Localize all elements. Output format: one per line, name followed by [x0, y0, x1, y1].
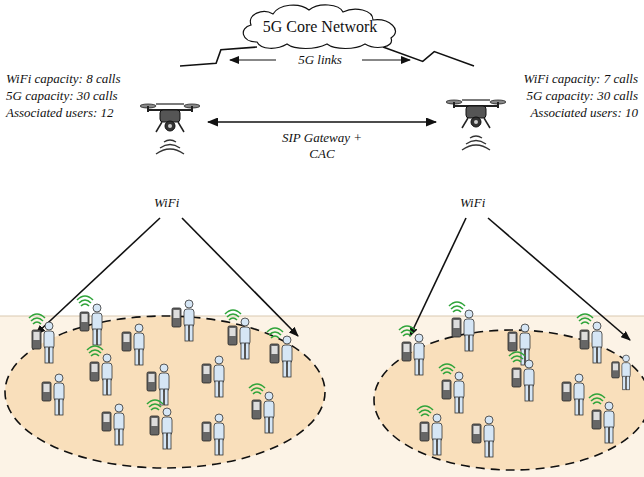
link-connector [180, 47, 257, 66]
cloud-node: 5G Core Network [235, 2, 405, 50]
capacity-note: 5G capacity: 30 calls [526, 87, 638, 104]
drone-node: WiFi capacity: 7 calls5G capacity: 30 ca… [440, 66, 640, 216]
link-label: 5G links [296, 52, 344, 68]
link-connector [208, 121, 436, 123]
capacity-note: 5G capacity: 30 calls [6, 87, 118, 104]
left-users [29, 296, 292, 455]
wifi-label: WiFi [154, 194, 179, 211]
drone-icon [140, 100, 200, 188]
right-users [399, 302, 630, 457]
drone-icon [446, 96, 506, 184]
capacity-note: Associated users: 10 [530, 104, 638, 121]
wifi-label: WiFi [460, 194, 485, 211]
link-connector [383, 47, 474, 66]
capacity-note: WiFi capacity: 8 calls [6, 70, 120, 87]
capacity-note: Associated users: 12 [6, 104, 114, 121]
drone-node: WiFi capacity: 8 calls5G capacity: 30 ca… [4, 66, 204, 216]
cloud-label: 5G Core Network [235, 2, 405, 35]
capacity-note: WiFi capacity: 7 calls [524, 70, 638, 87]
edge-label: SIP Gateway + CAC [272, 130, 372, 162]
